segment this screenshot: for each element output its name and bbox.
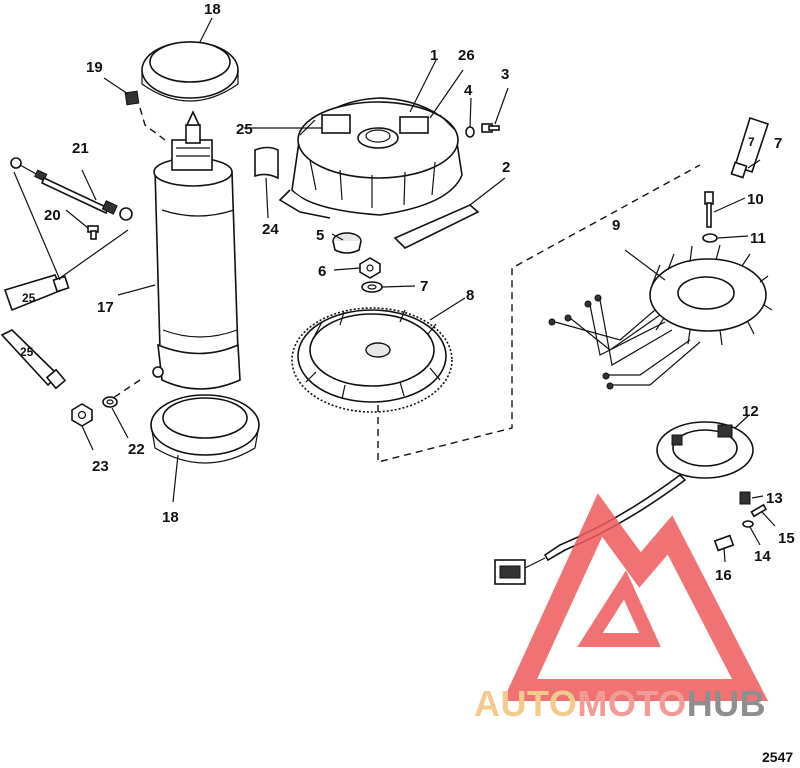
tube-label-lower: 25	[20, 345, 34, 359]
flywheel	[291, 307, 453, 413]
clip	[124, 90, 140, 106]
grease-tube-lower: 25	[0, 329, 67, 390]
callout-6: 6	[318, 263, 326, 280]
starter-motor	[109, 41, 260, 464]
callout-4: 4	[464, 82, 473, 99]
watermark-logo-icon	[502, 493, 769, 701]
flywheel-cover	[278, 97, 463, 219]
bracket-ring-upper	[141, 41, 239, 102]
watermark-text: AUTOMOTOHUB	[474, 683, 766, 724]
callout-16: 16	[715, 567, 732, 584]
washer-11	[702, 233, 718, 243]
tube-label-right: 7	[748, 135, 755, 149]
callout-19: 19	[86, 59, 103, 76]
watermark: AUTOMOTOHUB	[474, 493, 769, 724]
screw-20	[87, 225, 99, 240]
callout-18-bottom: 18	[162, 509, 179, 526]
callout-20: 20	[44, 207, 61, 224]
callout-22: 22	[128, 441, 145, 458]
bracket-ring-lower	[150, 394, 260, 464]
callout-25: 25	[236, 121, 253, 138]
callout-13: 13	[766, 490, 783, 507]
callout-9: 9	[612, 217, 620, 234]
callout-8: 8	[466, 287, 474, 304]
plate-2	[393, 204, 480, 249]
callout-7: 7	[420, 278, 428, 295]
callout-12: 12	[742, 403, 759, 420]
callout-18-top: 18	[204, 1, 221, 18]
decal-24	[254, 146, 279, 180]
tube-label-upper: 25	[22, 291, 36, 305]
washer-7	[361, 281, 383, 293]
callout-10: 10	[747, 191, 764, 208]
bolt-10	[704, 191, 714, 228]
cap-5	[332, 232, 362, 254]
screw-15	[750, 503, 768, 518]
nut-6	[359, 257, 381, 279]
washer-4	[465, 126, 475, 138]
callout-24: 24	[262, 221, 279, 238]
screw-3	[481, 123, 500, 133]
callout-labels: 1 2 3 4 5 6 7 7 8 9 10 11 12 13 14 15 16…	[44, 1, 795, 584]
callout-11: 11	[750, 230, 766, 247]
callout-26: 26	[458, 47, 475, 64]
callout-15: 15	[778, 530, 795, 547]
callout-1: 1	[430, 47, 438, 64]
spacer-13	[739, 491, 751, 505]
grease-tube-upper: 25	[3, 274, 70, 312]
callout-23: 23	[92, 458, 109, 475]
callout-17: 17	[97, 299, 114, 316]
grease-tube-right: 7	[730, 116, 770, 179]
callout-21: 21	[72, 140, 89, 157]
callout-5: 5	[316, 227, 324, 244]
washer-22	[102, 396, 118, 408]
nut-23	[71, 403, 93, 427]
leader-lines	[13, 17, 776, 563]
callout-7-tube: 7	[774, 135, 782, 152]
stator	[548, 244, 773, 390]
starter-cable	[10, 157, 133, 221]
callout-2: 2	[502, 159, 510, 176]
callout-3: 3	[501, 66, 509, 83]
decal-25	[321, 114, 351, 134]
callout-14: 14	[754, 548, 771, 565]
decal-26	[399, 116, 429, 134]
figure-number: 2547	[762, 749, 793, 765]
washer-14	[742, 520, 754, 528]
clamp-16	[713, 534, 735, 552]
